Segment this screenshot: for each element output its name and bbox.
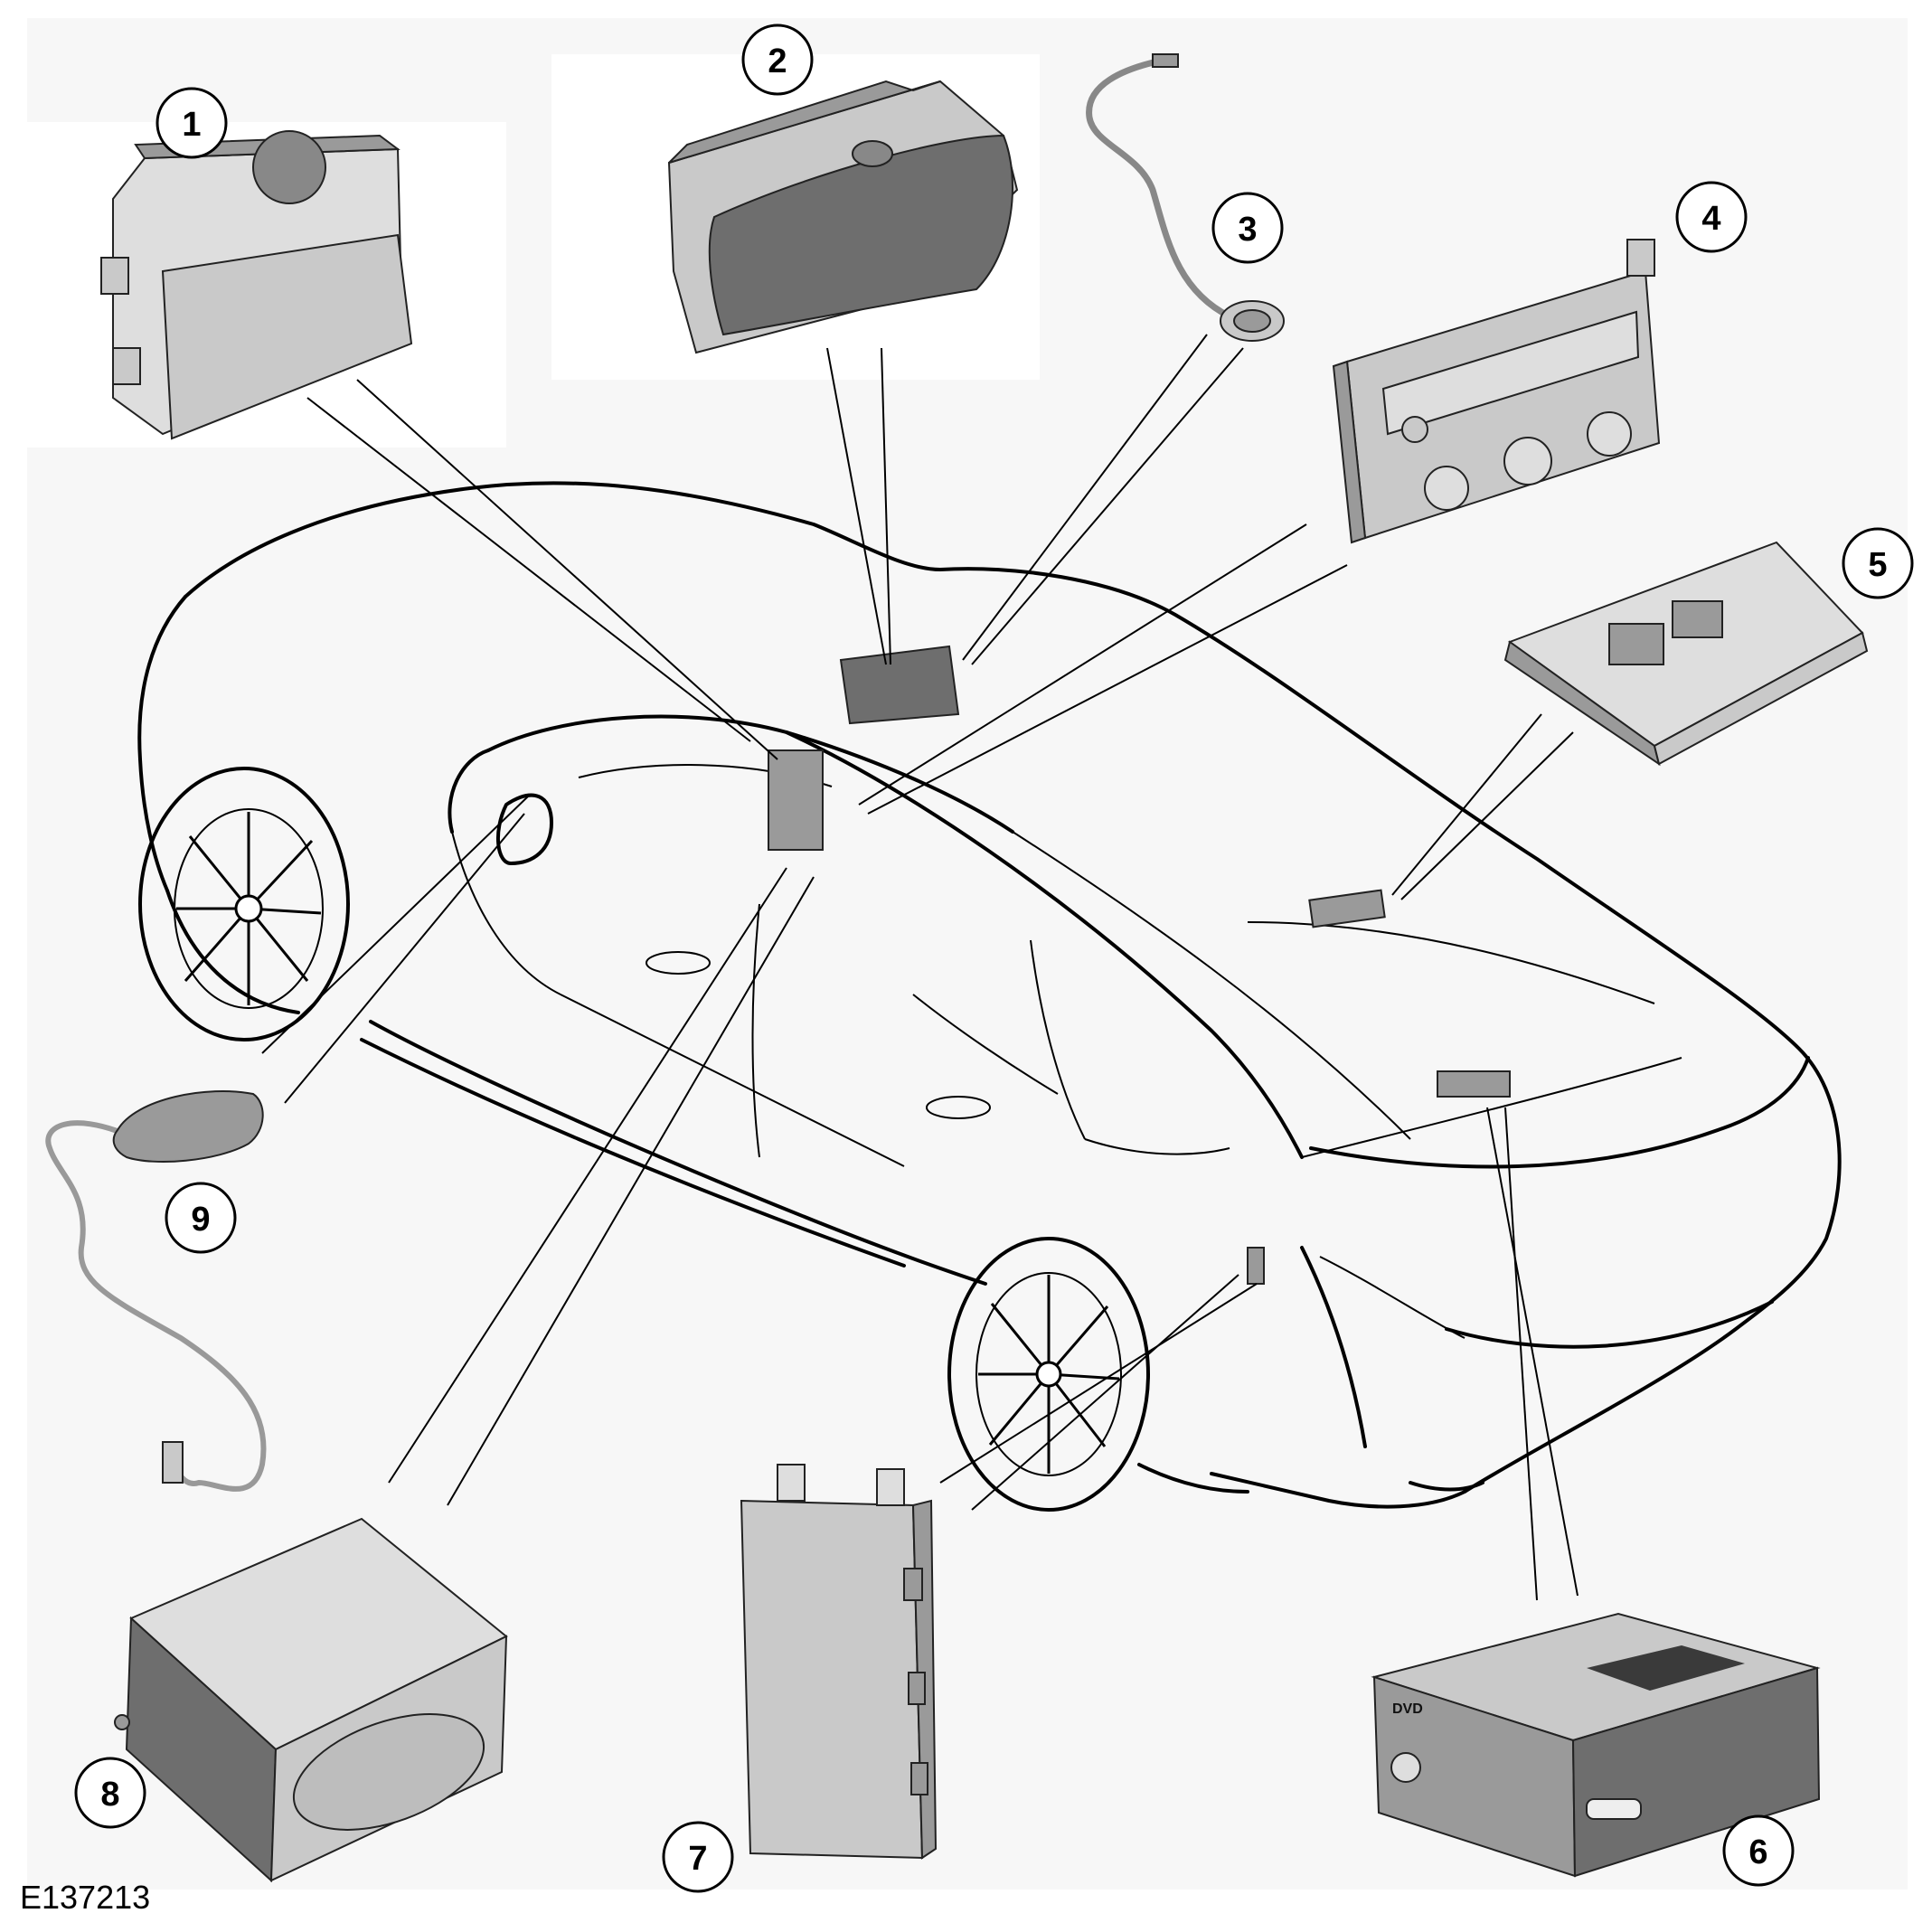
in-vehicle-dvd-tray	[1308, 889, 1386, 928]
svg-text:4: 4	[1701, 200, 1720, 238]
callout-3: 3	[1211, 192, 1284, 264]
svg-text:1: 1	[182, 106, 201, 144]
callout-6: 6	[1722, 1814, 1795, 1887]
in-vehicle-unit	[768, 749, 824, 851]
callout-7: 7	[662, 1821, 734, 1893]
in-vehicle-cluster	[839, 645, 960, 725]
part-7-module	[740, 1464, 938, 1860]
part-1-module	[100, 130, 413, 440]
part-3-antenna	[1086, 53, 1285, 342]
in-vehicle-tuner	[1247, 1247, 1265, 1285]
part-8-disc-changer	[114, 1517, 508, 1883]
front-wheel	[138, 767, 350, 1041]
svg-text:3: 3	[1238, 211, 1257, 249]
callout-1: 1	[156, 87, 228, 159]
callout-5: 5	[1842, 527, 1914, 599]
svg-text:7: 7	[688, 1840, 707, 1878]
svg-text:5: 5	[1868, 546, 1887, 584]
part-4-control-panel	[1332, 239, 1661, 544]
part-5-tray-module	[1503, 541, 1869, 767]
part-9-gps-antenna	[45, 1089, 267, 1492]
callout-8: 8	[74, 1757, 146, 1829]
leader-lines	[261, 334, 1579, 1601]
callout-9: 9	[165, 1182, 237, 1254]
part-2-instrument-cluster	[667, 80, 1019, 354]
figure-reference: E137213	[20, 1879, 151, 1916]
dvd-logo: DVD	[1392, 1701, 1423, 1717]
callout-2: 2	[741, 24, 814, 96]
svg-text:2: 2	[768, 42, 787, 80]
vehicle-outline	[137, 481, 1842, 1512]
svg-text:6: 6	[1748, 1833, 1767, 1871]
callout-4: 4	[1675, 181, 1748, 253]
part-6-dvd-player: DVD	[1371, 1612, 1821, 1878]
in-vehicle-module	[1437, 1070, 1511, 1098]
svg-text:9: 9	[191, 1201, 210, 1239]
svg-text:8: 8	[100, 1776, 119, 1814]
rear-wheel	[947, 1237, 1150, 1512]
